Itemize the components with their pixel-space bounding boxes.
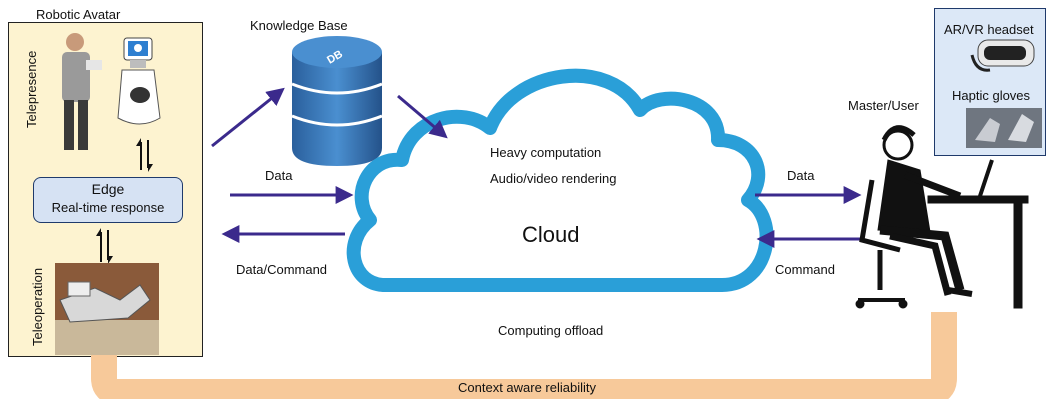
context-reliability-label: Context aware reliability (458, 380, 597, 395)
edge-subtitle: Real-time response (51, 200, 165, 215)
telepresence-robot-image (117, 37, 161, 125)
edge-box: Edge Real-time response (33, 177, 183, 223)
cloud-line-audio-video: Audio/video rendering (490, 171, 617, 186)
kb-to-cloud-arrow (397, 94, 448, 139)
ar-vr-headset-label: AR/VR headset (944, 22, 1034, 37)
avatar-to-kb-arrow (211, 87, 285, 148)
up-down-arrow-icon (136, 138, 153, 172)
command-right-label: Command (775, 262, 835, 277)
database-icon: DB (291, 36, 383, 166)
knowledge-base-title: Knowledge Base (250, 18, 348, 33)
haptic-gloves-icon (966, 108, 1042, 148)
data-left-label: Data (265, 168, 293, 183)
teleoperation-robot-image (55, 263, 159, 355)
person-image (62, 33, 102, 150)
cloud-shape (346, 68, 774, 292)
edge-title: Edge (91, 181, 125, 197)
robotic-avatar-title: Robotic Avatar (36, 7, 121, 22)
master-user-label: Master/User (848, 98, 919, 113)
haptic-gloves-label: Haptic gloves (952, 88, 1031, 103)
data-command-label: Data/Command (236, 262, 328, 277)
computing-offload-label: Computing offload (498, 323, 604, 338)
cloud-label: Cloud (522, 222, 580, 247)
reliability-band (91, 312, 957, 399)
vr-headset-icon (970, 39, 1035, 72)
up-down-arrow-icon (96, 228, 113, 264)
user-at-desk-icon (855, 125, 1029, 309)
cloud-line-heavy-computation: Heavy computation (490, 145, 602, 160)
data-right-label: Data (787, 168, 815, 183)
